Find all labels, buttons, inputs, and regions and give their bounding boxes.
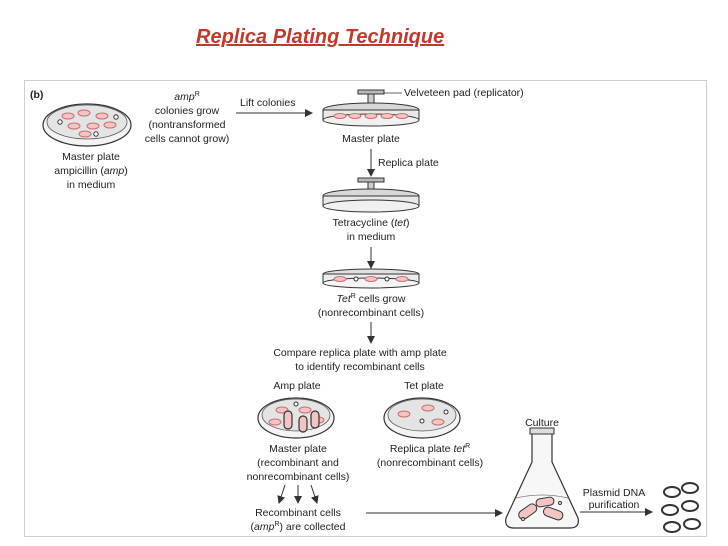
plasmid-line1: Plasmid DNA bbox=[583, 487, 645, 499]
collect-arrow-right bbox=[310, 484, 319, 504]
master-plate-initial-line3: in medium bbox=[67, 179, 116, 191]
master-plate-initial-line2: ampicillin (amp) bbox=[54, 165, 128, 177]
initial-master-plate bbox=[42, 103, 132, 147]
replica-tet-line1: Replica plate tetR bbox=[390, 443, 470, 455]
culture-label: Culture bbox=[525, 417, 559, 429]
velveteen-label: Velveteen pad (replicator) bbox=[404, 87, 524, 99]
panel-label: (b) bbox=[30, 89, 43, 101]
replica-plate-label: Replica plate bbox=[378, 157, 439, 169]
tetracycline-plate-replicator bbox=[322, 177, 420, 213]
amp-plate bbox=[257, 397, 335, 439]
figure-frame bbox=[24, 80, 707, 537]
master-recomb-line3: nonrecombinant cells) bbox=[247, 471, 350, 483]
amp-colonies-line1: ampR bbox=[174, 91, 200, 103]
recombinant-line1: Recombinant cells bbox=[255, 507, 341, 519]
master-plate-initial-line1: Master plate bbox=[62, 151, 120, 163]
lift-colonies-label: Lift colonies bbox=[240, 97, 295, 109]
tet-cells-line2: (nonrecombinant cells) bbox=[318, 307, 424, 319]
amp-colonies-line3: (nontransformed bbox=[148, 119, 225, 131]
tet-plate bbox=[383, 397, 461, 439]
master-recomb-line1: Master plate bbox=[269, 443, 327, 455]
tet-cells-line1: TetR cells grow bbox=[337, 293, 406, 305]
amp-colonies-line4: cells cannot grow) bbox=[145, 133, 230, 145]
replica-tet-line2: (nonrecombinant cells) bbox=[377, 457, 483, 469]
tet-plate-side bbox=[322, 268, 420, 289]
page-title: Replica Plating Technique bbox=[196, 26, 445, 48]
tetracycline-line2: in medium bbox=[347, 231, 396, 243]
amp-colonies-line2: colonies grow bbox=[155, 105, 220, 117]
tet-plate-label: Tet plate bbox=[404, 380, 444, 392]
plasmid-rings bbox=[661, 482, 701, 533]
recombinant-line2: (ampR) are collected bbox=[251, 521, 346, 533]
master-recomb-line2: (recombinant and bbox=[257, 457, 339, 469]
collect-arrow-left bbox=[277, 484, 286, 504]
culture-flask bbox=[505, 427, 579, 529]
tetracycline-line1: Tetracycline (tet) bbox=[332, 217, 409, 229]
compare-line2: to identify recombinant cells bbox=[295, 361, 425, 373]
plasmid-line2: purification bbox=[589, 499, 640, 511]
master-plate-label: Master plate bbox=[342, 133, 400, 145]
master-plate-replicator bbox=[322, 89, 420, 127]
compare-line1: Compare replica plate with amp plate bbox=[273, 347, 446, 359]
amp-plate-label: Amp plate bbox=[273, 380, 320, 392]
